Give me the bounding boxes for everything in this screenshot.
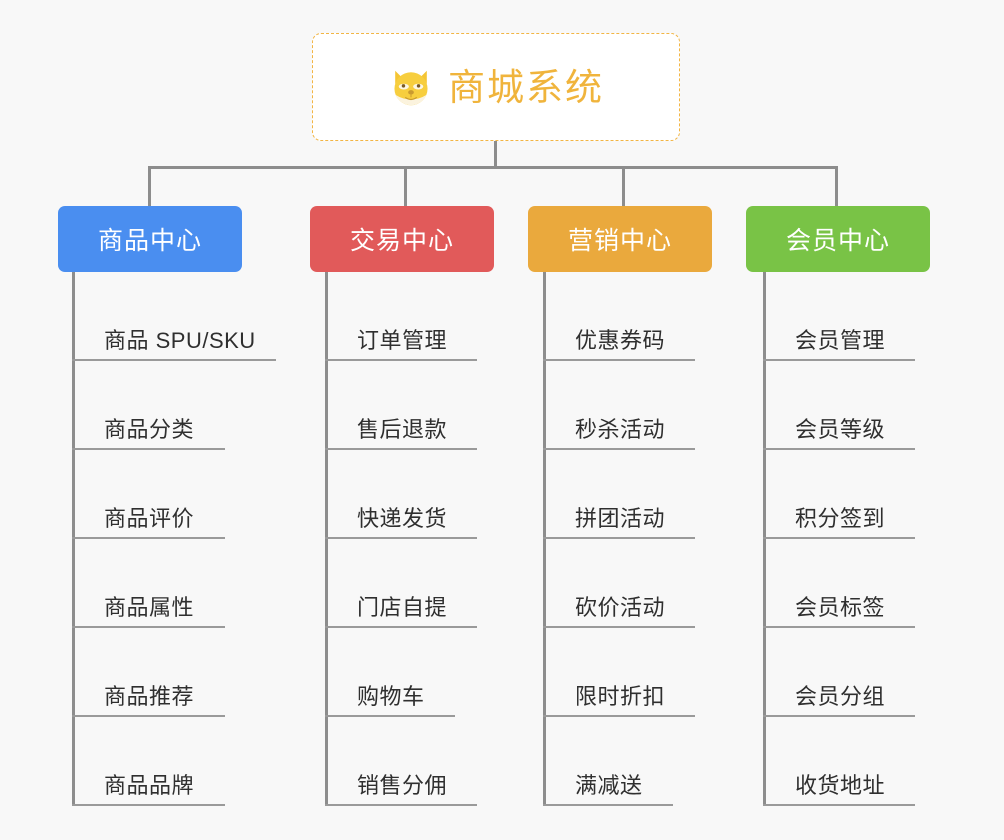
leaf-underline <box>763 626 915 628</box>
leaf-label: 商品分类 <box>104 417 195 442</box>
leaf-label: 秒杀活动 <box>575 417 666 442</box>
leaf-label: 拼团活动 <box>575 506 666 531</box>
leaf-label: 购物车 <box>357 684 425 709</box>
leaf-item[interactable]: 满减送 <box>543 717 743 806</box>
leaf-label: 商品品牌 <box>104 773 195 798</box>
leaf-underline <box>72 537 225 539</box>
leaf-item[interactable]: 商品评价 <box>72 450 282 539</box>
connector-drop-2 <box>404 166 407 208</box>
root-title: 商城系统 <box>448 66 604 108</box>
leaf-label: 售后退款 <box>357 417 448 442</box>
category-box-member[interactable]: 会员中心 <box>746 206 930 272</box>
leaf-label: 商品评价 <box>104 506 195 531</box>
leaf-label: 会员标签 <box>795 595 886 620</box>
category-label: 商品中心 <box>97 227 202 255</box>
leaf-item[interactable]: 会员管理 <box>763 272 963 361</box>
leaf-label: 商品 SPU/SKU <box>104 328 256 353</box>
category-label: 交易中心 <box>349 227 454 255</box>
dog-face-icon <box>388 65 434 111</box>
leaf-underline <box>325 626 477 628</box>
leaf-underline <box>72 626 225 628</box>
leaf-item[interactable]: 砍价活动 <box>543 539 743 628</box>
leaf-item[interactable]: 售后退款 <box>325 361 525 450</box>
column-spine <box>543 272 546 806</box>
leaf-underline <box>72 804 225 806</box>
leaf-label: 快递发货 <box>357 506 448 531</box>
leaf-item[interactable]: 会员标签 <box>763 539 963 628</box>
category-box-product[interactable]: 商品中心 <box>58 206 242 272</box>
leaf-underline <box>763 537 915 539</box>
leaf-underline <box>325 804 477 806</box>
leaf-item[interactable]: 商品品牌 <box>72 717 282 806</box>
leaf-item[interactable]: 商品推荐 <box>72 628 282 717</box>
leaf-item[interactable]: 优惠券码 <box>543 272 743 361</box>
leaf-label: 满减送 <box>575 773 643 798</box>
leaf-item[interactable]: 商品 SPU/SKU <box>72 272 282 361</box>
leaf-item[interactable]: 商品分类 <box>72 361 282 450</box>
column-spine <box>72 272 75 806</box>
leaf-label: 会员等级 <box>795 417 886 442</box>
connector-drop-4 <box>835 166 838 208</box>
leaf-label: 订单管理 <box>357 328 448 353</box>
leaf-underline <box>543 448 695 450</box>
leaf-column-trade: 订单管理 售后退款 快递发货 门店自提 购物车 销售分佣 <box>325 272 525 806</box>
leaf-label: 收货地址 <box>795 773 886 798</box>
leaf-underline <box>763 715 915 717</box>
leaf-label: 商品属性 <box>104 595 195 620</box>
leaf-underline <box>72 448 225 450</box>
category-box-trade[interactable]: 交易中心 <box>310 206 494 272</box>
column-spine <box>763 272 766 806</box>
column-spine <box>325 272 328 806</box>
leaf-underline <box>763 804 915 806</box>
connector-drop-3 <box>622 166 625 208</box>
leaf-item[interactable]: 门店自提 <box>325 539 525 628</box>
leaf-label: 优惠券码 <box>575 328 666 353</box>
connector-drop-1 <box>148 166 151 208</box>
leaf-item[interactable]: 会员等级 <box>763 361 963 450</box>
leaf-underline <box>325 715 455 717</box>
leaf-item[interactable]: 订单管理 <box>325 272 525 361</box>
leaf-underline <box>763 359 915 361</box>
leaf-underline <box>543 804 673 806</box>
leaf-underline <box>72 359 276 361</box>
leaf-underline <box>325 537 477 539</box>
leaf-column-marketing: 优惠券码 秒杀活动 拼团活动 砍价活动 限时折扣 满减送 <box>543 272 743 806</box>
leaf-underline <box>543 537 695 539</box>
leaf-label: 商品推荐 <box>104 684 195 709</box>
leaf-item[interactable]: 商品属性 <box>72 539 282 628</box>
leaf-underline <box>543 359 695 361</box>
leaf-label: 限时折扣 <box>575 684 666 709</box>
connector-bus <box>148 166 838 169</box>
leaf-item[interactable]: 秒杀活动 <box>543 361 743 450</box>
leaf-item[interactable]: 快递发货 <box>325 450 525 539</box>
leaf-underline <box>72 715 225 717</box>
leaf-underline <box>325 359 477 361</box>
leaf-underline <box>763 448 915 450</box>
leaf-item[interactable]: 会员分组 <box>763 628 963 717</box>
leaf-underline <box>325 448 477 450</box>
root-node[interactable]: 商城系统 <box>312 33 680 141</box>
leaf-label: 会员管理 <box>795 328 886 353</box>
leaf-item[interactable]: 销售分佣 <box>325 717 525 806</box>
connector-root-stem <box>494 141 497 169</box>
leaf-label: 积分签到 <box>795 506 886 531</box>
leaf-item[interactable]: 积分签到 <box>763 450 963 539</box>
category-label: 会员中心 <box>785 227 890 255</box>
leaf-item[interactable]: 拼团活动 <box>543 450 743 539</box>
category-label: 营销中心 <box>567 227 672 255</box>
leaf-underline <box>543 715 695 717</box>
leaf-label: 销售分佣 <box>357 773 448 798</box>
category-box-marketing[interactable]: 营销中心 <box>528 206 712 272</box>
leaf-underline <box>543 626 695 628</box>
leaf-item[interactable]: 收货地址 <box>763 717 963 806</box>
leaf-label: 会员分组 <box>795 684 886 709</box>
leaf-item[interactable]: 限时折扣 <box>543 628 743 717</box>
leaf-column-product: 商品 SPU/SKU 商品分类 商品评价 商品属性 商品推荐 商品品牌 <box>72 272 282 806</box>
leaf-item[interactable]: 购物车 <box>325 628 525 717</box>
leaf-label: 砍价活动 <box>575 595 666 620</box>
leaf-column-member: 会员管理 会员等级 积分签到 会员标签 会员分组 收货地址 <box>763 272 963 806</box>
leaf-label: 门店自提 <box>357 595 448 620</box>
